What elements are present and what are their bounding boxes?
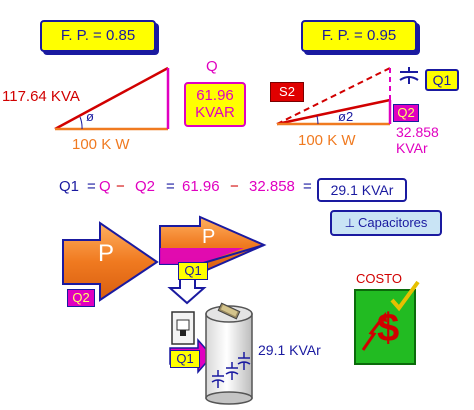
q2-label: Q2 xyxy=(393,104,419,122)
capacitors-box: ⊥Capacitores xyxy=(330,210,442,236)
dollar-sign-icon: $ xyxy=(377,306,400,350)
eq-minus-2: − xyxy=(230,178,239,195)
eq-v2: 32.858 xyxy=(249,178,295,195)
eq-equals-1: = xyxy=(87,178,96,195)
capacitors-label: Capacitores xyxy=(358,215,428,230)
eq-v1: 61.96 xyxy=(182,178,220,195)
cost-savings-icon xyxy=(354,280,420,365)
eq-equals-3: = xyxy=(303,178,312,195)
fp-095-label: F. P. = 0.95 xyxy=(301,20,417,52)
old-kva-dashed xyxy=(276,67,391,125)
angle-label: ø xyxy=(86,109,94,124)
q2-tag: Q2 xyxy=(67,289,95,307)
s2-hypotenuse xyxy=(276,98,391,126)
q2-unit: KVAr xyxy=(396,140,428,156)
capacitor-kvar-label: 29.1 KVAr xyxy=(258,342,321,358)
power-arrow-p xyxy=(62,221,159,302)
q2-value: 32.858 xyxy=(396,124,439,140)
kva-label: 117.64 KVA xyxy=(2,88,80,105)
q1-label: Q1 xyxy=(425,69,459,91)
angle-2-label: ø2 xyxy=(338,109,354,124)
eq-q: Q xyxy=(99,178,111,195)
q1-tag-left: Q1 xyxy=(170,350,200,368)
power-arrow-p-corrected xyxy=(159,215,267,275)
power-triangle-095 xyxy=(276,67,392,126)
capacitor-bank-icon xyxy=(205,302,253,405)
kva-hypotenuse xyxy=(54,66,169,131)
eq-q2: Q2 xyxy=(135,178,156,195)
q1-result: 29.1 KVAr xyxy=(317,178,407,202)
kvar-unit: KVAR xyxy=(195,104,235,121)
q1-equation: Q1 = Q − Q2 = 61.96 − 32.858 = xyxy=(0,178,474,200)
kw-label-2: 100 K W xyxy=(298,132,356,149)
eq-equals-2: = xyxy=(166,178,175,195)
power-triangle-085 xyxy=(54,66,170,131)
switch-box-icon xyxy=(171,311,195,345)
p-label-1: P xyxy=(98,240,115,267)
cost-label: COSTO xyxy=(356,271,402,286)
kw-label: 100 K W xyxy=(72,136,130,153)
s2-label: S2 xyxy=(270,82,304,102)
eq-minus-1: − xyxy=(116,178,125,195)
kvar-box: 61.96 KVAR xyxy=(184,82,246,127)
angle-arc-2 xyxy=(316,115,319,125)
capacitor-icon: ⊥ xyxy=(344,216,356,230)
angle-arc xyxy=(79,116,83,130)
q1-tag-down: Q1 xyxy=(178,262,208,280)
p-label-2: P xyxy=(202,226,216,248)
capacitor-symbol-icon xyxy=(399,67,419,84)
eq-q1: Q1 xyxy=(59,178,80,195)
q-label: Q xyxy=(206,58,218,75)
kvar-value: 61.96 xyxy=(196,87,234,104)
fp-085-label: F. P. = 0.85 xyxy=(40,20,156,52)
q2-value-block: 32.858 KVAr xyxy=(396,124,439,156)
